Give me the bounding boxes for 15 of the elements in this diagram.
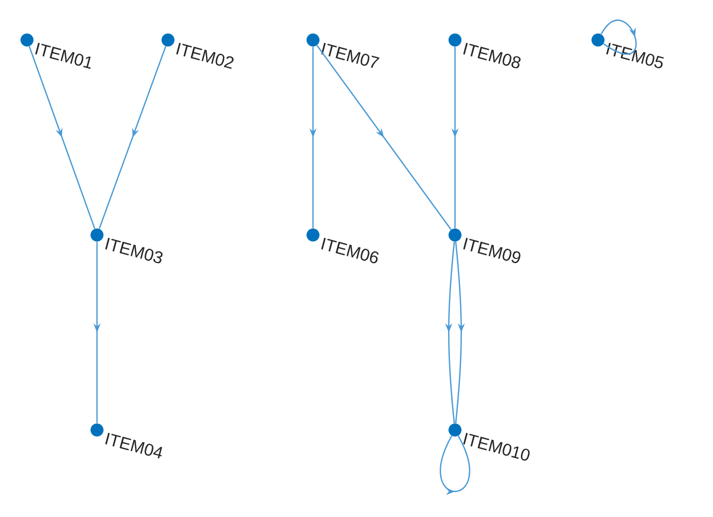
node-label: ITEM01 — [35, 42, 91, 69]
node-label: ITEM04 — [105, 432, 162, 459]
node-label: ITEM08 — [463, 42, 521, 68]
arrow — [455, 242, 465, 424]
node-label: ITEM03 — [105, 238, 163, 264]
arrow — [316, 45, 452, 230]
arrow — [28, 46, 96, 229]
node-label: ITEM05 — [606, 42, 664, 68]
arrow — [600, 20, 637, 55]
node-label: ITEM09 — [463, 238, 520, 264]
arrow — [98, 46, 166, 229]
node-label: ITEM02 — [176, 42, 234, 69]
node-label: ITEM07 — [321, 42, 380, 68]
node-label: ITEM06 — [321, 238, 379, 264]
node-label: ITEM010 — [463, 432, 530, 461]
